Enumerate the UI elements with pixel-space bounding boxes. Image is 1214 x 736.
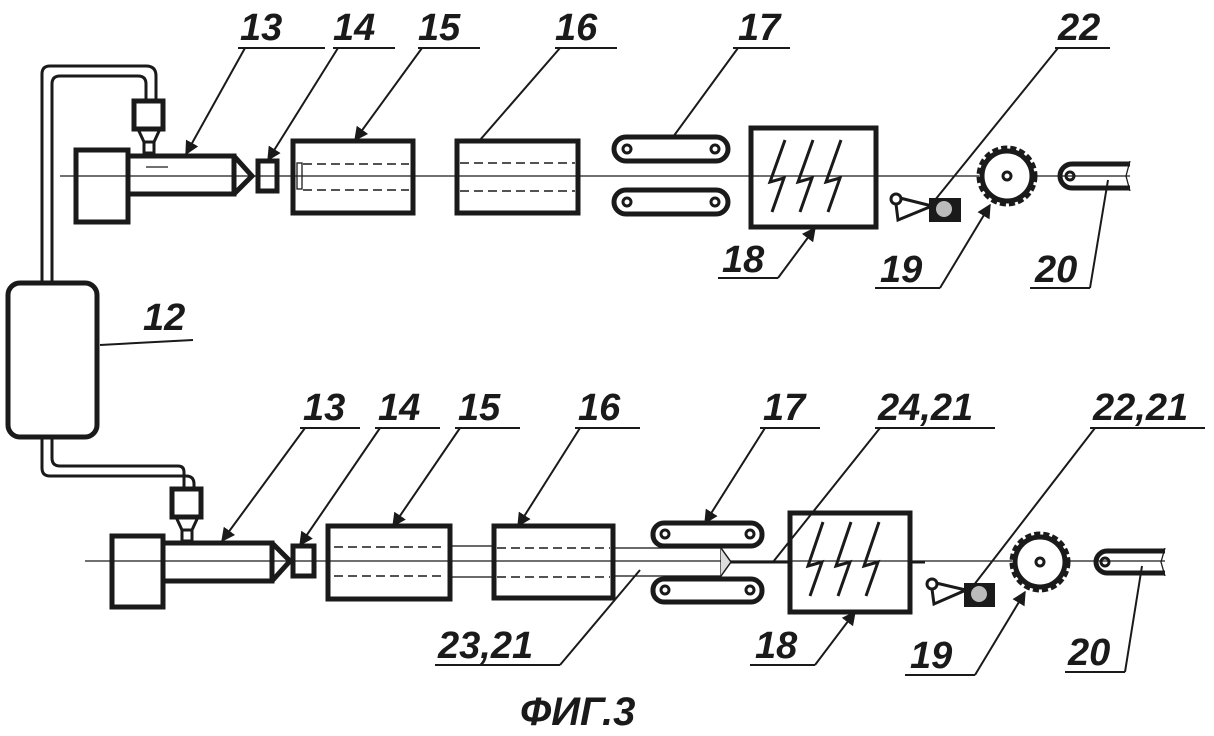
- label-17-bottom: 17: [763, 387, 807, 429]
- label-13-top: 13: [240, 7, 282, 49]
- label-23-21: 23,21: [437, 625, 533, 667]
- label-19-bottom: 19: [910, 635, 952, 677]
- label-14-top: 14: [333, 7, 375, 49]
- marker-22-21-bottom: [927, 579, 995, 607]
- label-16-top: 16: [555, 7, 598, 49]
- label-18-top: 18: [722, 239, 765, 281]
- cooling-bath-16-top: [457, 141, 578, 213]
- cooling-bath-16-bottom: [494, 526, 613, 598]
- label-18-bottom: 18: [755, 625, 798, 667]
- label-22-top: 22: [1057, 7, 1100, 49]
- bottom-production-line: [85, 428, 1205, 675]
- storage-tank-12: [8, 66, 194, 489]
- label-20-bottom: 20: [1067, 632, 1110, 674]
- calibrator-15-top: [293, 141, 413, 213]
- marker-22-top: [891, 194, 961, 222]
- label-24-21: 24,21: [877, 387, 973, 429]
- label-19-top: 19: [880, 249, 922, 291]
- top-production-line: [60, 48, 1130, 345]
- extruder-13-bottom: [112, 489, 290, 607]
- label-14-bottom: 14: [378, 387, 420, 429]
- label-12: 12: [143, 297, 185, 339]
- figure-caption: ФИГ.3: [520, 690, 635, 734]
- label-15-top: 15: [418, 7, 461, 49]
- label-22-21: 22,21: [1092, 387, 1188, 429]
- label-17-top: 17: [738, 7, 782, 49]
- irradiator-18-bottom: [790, 513, 925, 612]
- label-13-bottom: 13: [303, 387, 345, 429]
- label-20-top: 20: [1034, 249, 1077, 291]
- cutter-19-bottom: [1012, 534, 1068, 590]
- label-16-bottom: 16: [578, 387, 621, 429]
- irradiator-18-top: [751, 128, 876, 227]
- label-15-bottom: 15: [458, 387, 501, 429]
- extruder-13-top: [76, 101, 252, 222]
- conveyor-20-bottom: [1096, 548, 1165, 576]
- calibrator-15-bottom: [328, 526, 450, 599]
- cutter-19-top: [979, 148, 1035, 204]
